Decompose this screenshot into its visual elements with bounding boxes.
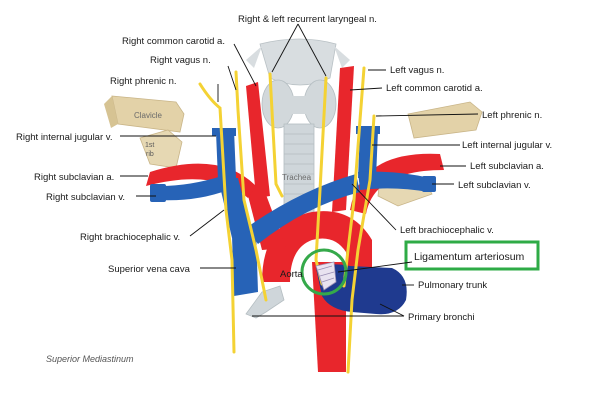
label-ligamentum-arteriosum: Ligamentum arteriosum: [414, 251, 525, 263]
label-clavicle: Clavicle: [134, 111, 163, 120]
right-common-carotid-artery: [246, 82, 270, 198]
thyroid-gland: [261, 79, 337, 129]
aortic-arch: [262, 211, 372, 282]
label-left-common-carotid: Left common carotid a.: [386, 83, 483, 94]
label-first-rib-1: 1st: [145, 142, 154, 149]
label-left-subclavian-vein: Left subclavian v.: [458, 180, 531, 191]
label-right-subclavian-vein: Right subclavian v.: [46, 192, 125, 203]
left-common-carotid-artery: [332, 66, 354, 212]
diagram-caption: Superior Mediastinum: [46, 354, 134, 364]
ligamentum-arteriosum-box: [404, 240, 540, 271]
label-right-internal-jugular: Right internal jugular v.: [16, 132, 112, 143]
right-clavicle: [104, 95, 185, 133]
left-phrenic-nerve: [346, 114, 376, 374]
superior-vena-cava: [232, 230, 258, 296]
label-left-phrenic: Left phrenic n.: [482, 110, 542, 121]
label-primary-bronchi: Primary bronchi: [408, 312, 475, 323]
label-first-rib-2: rib: [146, 151, 154, 158]
left-subclavian-vein: [358, 171, 436, 192]
label-right-brachiocephalic: Right brachiocephalic v.: [80, 232, 180, 243]
left-vagus-nerve: [342, 66, 366, 288]
right-vagus-nerve: [234, 70, 268, 302]
label-right-common-carotid: Right common carotid a.: [122, 36, 225, 47]
right-subclavian-vein: [150, 176, 228, 202]
leader-lines: [120, 23, 479, 317]
label-superior-vena-cava: Superior vena cava: [108, 264, 191, 275]
pulmonary-trunk: [316, 264, 407, 315]
right-recurrent-laryngeal-nerve: [268, 72, 284, 198]
nerves: [198, 66, 376, 374]
label-left-internal-jugular: Left internal jugular v.: [462, 140, 552, 151]
left-clavicle: [407, 101, 483, 139]
label-trachea: Trachea: [282, 173, 312, 182]
label-pulmonary-trunk: Pulmonary trunk: [418, 280, 487, 291]
label-right-vagus: Right vagus n.: [150, 55, 211, 66]
label-right-subclavian-artery: Right subclavian a.: [34, 172, 114, 183]
label-left-vagus: Left vagus n.: [390, 65, 444, 76]
label-recurrent-laryngeal: Right & left recurrent laryngeal n.: [238, 14, 377, 25]
label-left-brachiocephalic: Left brachiocephalic v.: [400, 225, 494, 236]
label-right-phrenic: Right phrenic n.: [110, 76, 177, 87]
larynx: [246, 38, 350, 86]
right-first-rib: [139, 129, 183, 169]
label-aorta: Aorta: [280, 269, 303, 280]
left-brachiocephalic-vein: [246, 174, 360, 244]
right-phrenic-nerve: [198, 82, 236, 354]
label-left-subclavian-artery: Left subclavian a.: [470, 161, 544, 172]
ligamentum-arteriosum-highlight: [300, 248, 348, 296]
